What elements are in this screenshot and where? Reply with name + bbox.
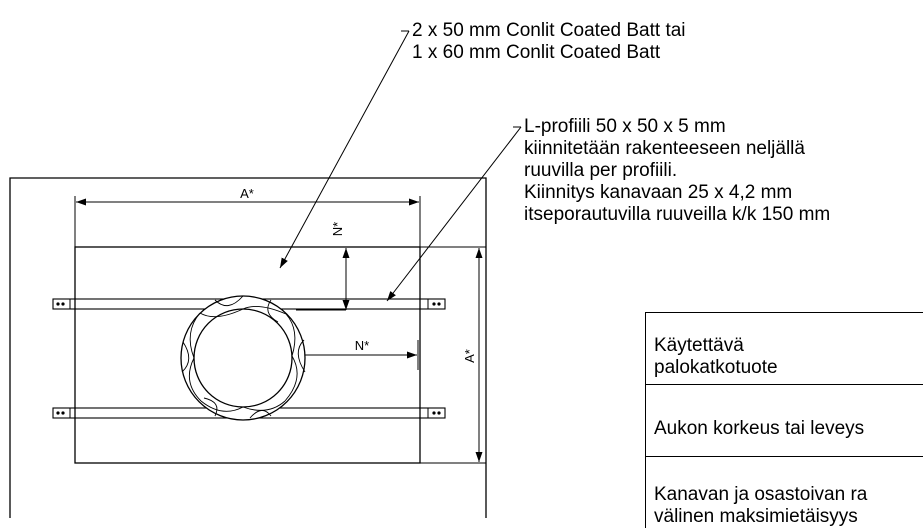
table-row-opening: Aukon korkeus tai leveys (645, 384, 923, 456)
callout-batt-line1: 2 x 50 mm Conlit Coated Batt tai (412, 20, 686, 41)
callout-profile-line3: ruuvilla per profiili. (524, 160, 678, 181)
table-row-opening-text: Aukon korkeus tai leveys (654, 418, 865, 439)
dim-width-label: A* (240, 186, 254, 201)
callout-profile-line5: itseporautuvilla ruuveilla k/k 150 mm (524, 204, 831, 225)
callout-batt-line2: 1 x 60 mm Conlit Coated Batt (412, 42, 661, 63)
leader-profile (386, 126, 522, 302)
table-row-product: Käytettävä palokatkotuote (645, 312, 923, 384)
callout-profile-line2: kiinnitetään rakenteeseen neljällä (524, 138, 805, 159)
callout-batt: 2 x 50 mm Conlit Coated Batt tai 1 x 60 … (412, 20, 686, 64)
dim-n-horizontal-label: N* (355, 338, 369, 353)
batt-panel (74, 246, 421, 464)
table-row-distance-line2: välinen maksimietäisyys (654, 506, 858, 527)
wall-outline (9, 177, 487, 518)
table-row-distance-line1: Kanavan ja osastoivan ra (654, 484, 868, 505)
callout-profile: L-profiili 50 x 50 x 5 mm kiinnitetään r… (524, 116, 830, 226)
leader-batt (279, 30, 410, 269)
table-row-distance: Kanavan ja osastoivan ra välinen maksimi… (645, 456, 923, 528)
duct-with-insulation (180, 295, 306, 421)
table-row-product-line1: Käytettävä (654, 335, 744, 356)
callout-profile-line1: L-profiili 50 x 50 x 5 mm (524, 116, 726, 137)
table-row-product-line2: palokatkotuote (654, 357, 778, 378)
callout-profile-line4: Kiinnitys kanavaan 25 x 4,2 mm (524, 182, 793, 203)
dim-n-vertical-label: N* (330, 222, 345, 236)
dim-height-label: A* (462, 349, 477, 363)
